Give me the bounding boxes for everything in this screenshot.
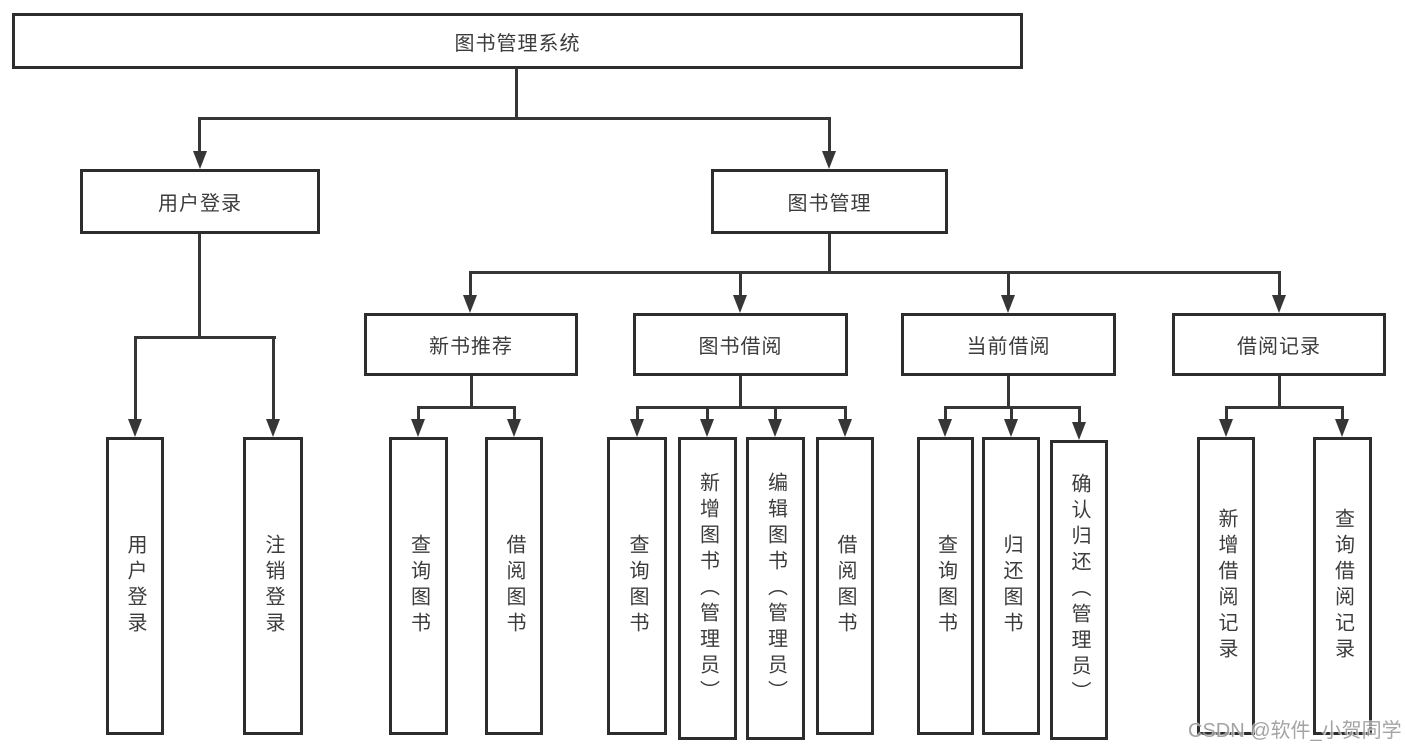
connector <box>513 406 516 423</box>
node-leaf-query-record-label: 查询借阅记录 <box>1331 508 1354 664</box>
node-leaf-borrow-book-2: 借阅图书 <box>816 437 874 735</box>
node-borrow-record: 借阅记录 <box>1172 313 1386 376</box>
connector <box>198 234 201 338</box>
connector <box>1225 406 1344 409</box>
arrowhead <box>700 419 714 437</box>
connector <box>1007 271 1010 299</box>
arrowhead <box>507 419 521 437</box>
connector <box>134 336 137 422</box>
node-root-label: 图书管理系统 <box>454 32 581 55</box>
node-leaf-user-login-label: 用户登录 <box>124 534 146 638</box>
node-leaf-query-book-3: 查询图书 <box>917 437 974 735</box>
connector <box>1225 406 1228 423</box>
node-leaf-add-record-label: 新增借阅记录 <box>1215 508 1237 664</box>
connector <box>1007 376 1010 408</box>
node-leaf-logout: 注销登录 <box>243 437 303 735</box>
connector <box>198 117 201 155</box>
node-root: 图书管理系统 <box>12 13 1023 69</box>
node-borrow-record-label: 借阅记录 <box>1237 336 1321 358</box>
node-leaf-edit-book-label: 编辑图书（管理员） <box>764 471 787 706</box>
connector <box>417 406 420 423</box>
connector <box>844 406 847 423</box>
arrowhead <box>938 419 952 437</box>
arrowhead <box>193 151 207 169</box>
node-leaf-query-book-1-label: 查询图书 <box>407 534 430 638</box>
connector <box>706 406 709 423</box>
connector <box>470 376 473 408</box>
arrowhead <box>1272 295 1286 313</box>
node-user-login-label: 用户登录 <box>158 193 242 215</box>
arrowhead <box>463 295 477 313</box>
arrowhead <box>630 419 644 437</box>
connector <box>774 406 777 423</box>
connector <box>1010 406 1013 423</box>
node-leaf-logout-label: 注销登录 <box>262 534 284 638</box>
connector <box>1278 376 1281 408</box>
node-current-borrow: 当前借阅 <box>901 313 1116 376</box>
node-book-borrow-label: 图书借阅 <box>698 336 783 358</box>
connector <box>944 406 947 423</box>
connector <box>1078 406 1081 423</box>
connector <box>636 406 639 423</box>
connector <box>739 271 742 299</box>
connector <box>469 271 472 299</box>
connector <box>739 376 742 408</box>
arrowhead <box>1004 419 1018 437</box>
connector <box>515 68 518 118</box>
node-leaf-query-book-3-label: 查询图书 <box>934 534 957 638</box>
node-leaf-query-record: 查询借阅记录 <box>1313 437 1372 735</box>
arrowhead <box>838 419 852 437</box>
node-user-login: 用户登录 <box>80 169 320 234</box>
node-leaf-borrow-book-1: 借阅图书 <box>485 437 543 735</box>
node-leaf-query-book-2: 查询图书 <box>607 437 667 735</box>
node-leaf-return-book-label: 归还图书 <box>1000 534 1022 638</box>
node-leaf-add-book-label: 新增图书（管理员） <box>696 471 719 706</box>
arrowhead <box>733 295 747 313</box>
node-book-borrow: 图书借阅 <box>633 313 848 376</box>
connector <box>828 234 831 273</box>
connector <box>828 117 831 155</box>
node-leaf-add-record: 新增借阅记录 <box>1197 437 1255 735</box>
node-leaf-borrow-book-1-label: 借阅图书 <box>503 534 525 638</box>
node-leaf-borrow-book-2-label: 借阅图书 <box>834 534 856 638</box>
node-leaf-confirm-return-label: 确认归还（管理员） <box>1068 473 1090 707</box>
arrowhead <box>822 151 836 169</box>
connector <box>469 271 1281 274</box>
node-new-book-rec-label: 新书推荐 <box>429 336 513 358</box>
connector <box>417 406 516 409</box>
connector <box>1278 271 1281 299</box>
node-leaf-return-book: 归还图书 <box>982 437 1040 735</box>
arrowhead <box>266 419 280 437</box>
node-current-borrow-label: 当前借阅 <box>966 336 1051 358</box>
connector <box>198 117 831 120</box>
csdn-watermark: CSDN @软件_小贺同学 <box>1188 720 1402 742</box>
node-leaf-query-book-2-label: 查询图书 <box>626 534 648 638</box>
arrowhead <box>128 419 142 437</box>
node-book-mgmt: 图书管理 <box>711 169 948 234</box>
arrowhead <box>1219 419 1233 437</box>
node-leaf-user-login: 用户登录 <box>106 437 164 735</box>
node-leaf-query-book-1: 查询图书 <box>389 437 448 735</box>
node-book-mgmt-label: 图书管理 <box>787 193 872 215</box>
arrowhead <box>1072 422 1086 440</box>
node-leaf-edit-book: 编辑图书（管理员） <box>746 437 805 740</box>
connector <box>1341 406 1344 423</box>
connector <box>272 336 275 422</box>
node-new-book-rec: 新书推荐 <box>364 313 578 376</box>
arrowhead <box>1335 419 1349 437</box>
node-leaf-confirm-return: 确认归还（管理员） <box>1050 440 1108 740</box>
arrowhead <box>1001 295 1015 313</box>
connector <box>636 406 847 409</box>
arrowhead <box>768 419 782 437</box>
node-leaf-add-book: 新增图书（管理员） <box>678 437 737 740</box>
arrowhead <box>411 419 425 437</box>
connector <box>134 336 276 339</box>
